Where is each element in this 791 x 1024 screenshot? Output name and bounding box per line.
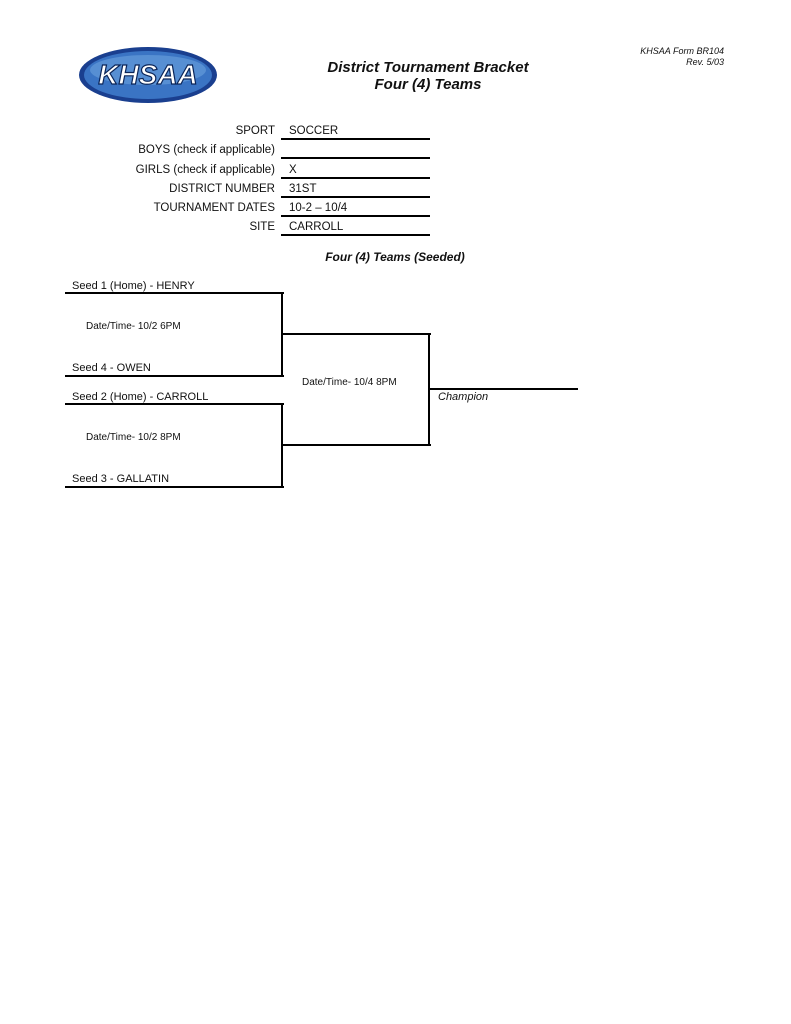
- khsaa-logo: KHSAA: [79, 47, 217, 103]
- form-number: KHSAA Form BR104: [640, 46, 724, 56]
- game1-connector: [281, 292, 283, 377]
- final-bottom-line: [283, 444, 431, 446]
- page-title: District Tournament Bracket: [327, 59, 529, 76]
- final-top-line: [283, 333, 431, 335]
- form-revision: Rev. 5/03: [686, 57, 724, 67]
- boys-underline: [281, 157, 430, 159]
- svg-text:KHSAA: KHSAA: [98, 59, 198, 90]
- seed2-team: Seed 2 (Home) - CARROLL: [72, 391, 209, 403]
- district-value: 31ST: [289, 183, 317, 195]
- dates-label: TOURNAMENT DATES: [153, 202, 275, 214]
- seed2-line: [65, 403, 284, 405]
- final-connector: [428, 333, 430, 446]
- sport-underline: [281, 138, 430, 140]
- girls-value: X: [289, 164, 297, 176]
- seed3-line: [65, 486, 284, 488]
- seed3-team: Seed 3 - GALLATIN: [72, 473, 170, 485]
- district-underline: [281, 196, 430, 198]
- game2-connector: [281, 403, 283, 488]
- final-datetime: Date/Time- 10/4 8PM: [302, 377, 397, 388]
- champion-label: Champion: [438, 391, 489, 403]
- sport-label: SPORT: [235, 125, 275, 137]
- site-underline: [281, 234, 430, 236]
- bracket-subtitle: Four (4) Teams (Seeded): [325, 250, 465, 264]
- page-subtitle: Four (4) Teams: [374, 76, 482, 93]
- district-label: DISTRICT NUMBER: [169, 183, 275, 195]
- site-value: CARROLL: [289, 221, 344, 233]
- site-label: SITE: [249, 221, 275, 233]
- sport-value: SOCCER: [289, 125, 339, 137]
- seed4-line: [65, 375, 284, 377]
- game1-datetime: Date/Time- 10/2 6PM: [86, 321, 181, 332]
- seed4-team: Seed 4 - OWEN: [72, 362, 151, 374]
- dates-underline: [281, 215, 430, 217]
- girls-underline: [281, 177, 430, 179]
- champion-line: [430, 388, 578, 390]
- girls-label: GIRLS (check if applicable): [135, 164, 275, 176]
- boys-label: BOYS (check if applicable): [138, 144, 275, 156]
- game2-datetime: Date/Time- 10/2 8PM: [86, 432, 181, 443]
- seed1-team: Seed 1 (Home) - HENRY: [72, 280, 195, 292]
- dates-value: 10-2 – 10/4: [289, 202, 348, 214]
- seed1-line: [65, 292, 284, 294]
